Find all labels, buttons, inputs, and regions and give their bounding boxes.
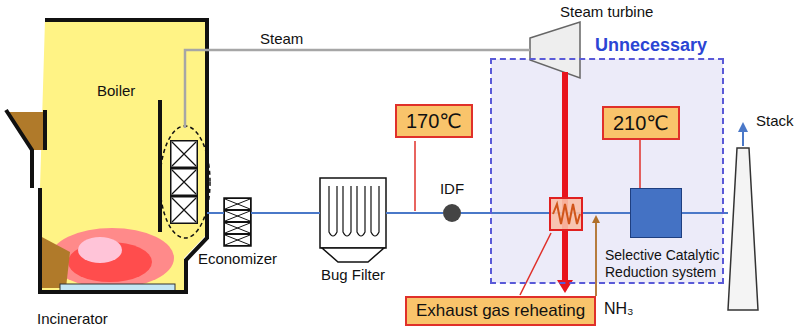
equipment-label: Incinerator <box>37 310 108 328</box>
incinerator-drawing <box>78 237 122 263</box>
boiler: Boiler <box>163 128 207 236</box>
steam-reheat-line <box>562 72 568 281</box>
stack-symbol <box>738 122 748 132</box>
economizer-symbol <box>224 198 251 246</box>
line-label: Steam <box>258 30 305 48</box>
temperature-callout: 170℃ <box>395 104 473 138</box>
turbine-symbol <box>530 22 580 78</box>
equipment-label: Unnecessary <box>595 35 707 57</box>
callout-box: Exhaust gas reheating <box>405 296 596 326</box>
boiler-tubes <box>170 140 198 224</box>
leader-line <box>415 141 551 295</box>
ammonia-injection-line <box>595 221 597 296</box>
incinerator-drawing <box>40 236 70 288</box>
fan-symbol <box>443 204 461 222</box>
temperature-callout: 210℃ <box>602 106 680 140</box>
gas-flow-line <box>386 212 443 214</box>
gas-flow-line <box>682 212 728 214</box>
boiler-tubes <box>160 126 210 238</box>
leader-line <box>520 233 551 295</box>
incinerator-drawing <box>6 20 207 292</box>
stack-symbol <box>742 130 744 146</box>
callout-text: Exhaust gas reheating <box>416 301 585 321</box>
boiler-tubes <box>160 126 210 238</box>
induced-draft-fan: IDF <box>443 204 461 222</box>
callout-text: 210℃ <box>613 111 669 135</box>
turbine-symbol <box>530 22 580 78</box>
equipment-label: Selective Catalytic Reduction system <box>605 247 725 281</box>
equipment-label: IDF <box>440 180 464 198</box>
bag-filter-symbol <box>329 186 379 236</box>
incinerator: IncineratorBoiler <box>5 18 210 308</box>
steam-reheat-line <box>557 72 573 293</box>
chemical-label: NH₃ <box>604 299 634 318</box>
incinerator-drawing <box>40 20 205 290</box>
equipment-label: Boiler <box>97 82 135 100</box>
heat-exchanger-symbol <box>550 198 582 230</box>
incinerator-drawing <box>6 110 45 188</box>
steam-line <box>185 50 530 128</box>
leader-line <box>639 140 641 188</box>
bag-filter-symbol <box>322 248 384 262</box>
ammonia-injection-line <box>592 215 600 223</box>
gas-flow-line <box>251 212 320 214</box>
leader-line <box>414 141 416 211</box>
bag-filter-symbol <box>320 178 386 248</box>
gas-flow-line <box>461 212 630 214</box>
gas-flow-line <box>207 212 224 214</box>
equipment-label: Bug Filter <box>321 266 385 284</box>
scr-reactor: Selective Catalytic Reduction system <box>630 188 682 238</box>
incinerator-drawing <box>40 20 207 292</box>
equipment-label: Economizer <box>198 250 277 268</box>
stack: Stack <box>728 148 758 310</box>
equipment-label: Steam turbine <box>560 3 653 21</box>
unnecessary-region: Unnecessary210℃Selective Catalytic Reduc… <box>490 58 724 284</box>
stack-symbol <box>728 148 758 310</box>
heat-exchanger-symbol <box>550 198 582 230</box>
bag-filter-symbol <box>320 178 386 262</box>
bag-filter: Bug Filter <box>320 178 386 262</box>
stack-symbol <box>728 122 758 310</box>
economizer-symbol <box>224 198 251 246</box>
economizer: Economizer <box>224 198 251 246</box>
fan-symbol <box>443 204 461 222</box>
steam-reheat-line <box>557 280 573 293</box>
callout-text: 170℃ <box>406 109 462 133</box>
equipment-label: Stack <box>756 112 794 130</box>
steam-turbine: Steam turbine <box>530 22 580 78</box>
heat-exchanger-symbol <box>553 204 580 224</box>
